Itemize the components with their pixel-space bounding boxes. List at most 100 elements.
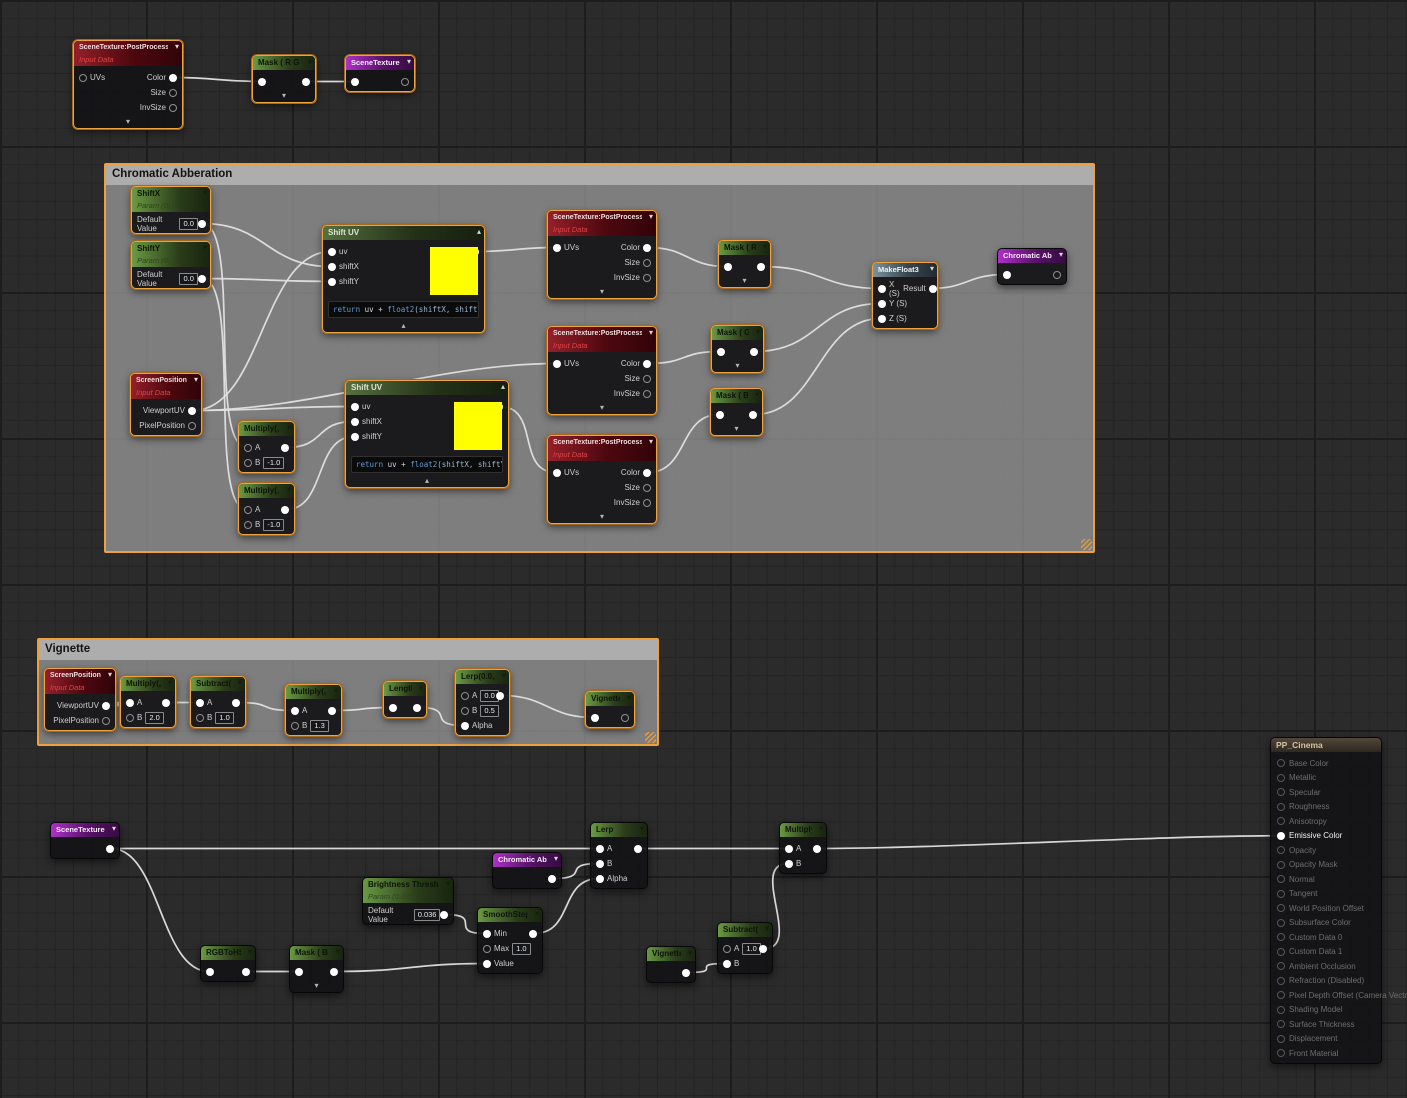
node-header[interactable]: Mask ( B )▾ (711, 389, 762, 403)
output-pin[interactable] (682, 968, 690, 977)
result-pin-row[interactable]: Anisotropy (1271, 814, 1381, 829)
node-header[interactable]: PP_Cinema (1271, 738, 1381, 752)
chevron-down-icon[interactable]: ▾ (286, 485, 291, 494)
node-named-reroute-vignette-declaration[interactable]: Vignette▾ (585, 691, 635, 728)
input-pin[interactable] (1277, 947, 1285, 956)
input-pin[interactable] (483, 959, 491, 968)
chevron-down-icon[interactable]: ▾ (762, 242, 767, 251)
input-pin[interactable] (717, 347, 725, 356)
input-pin[interactable] (1277, 976, 1285, 985)
input-pin[interactable] (1277, 802, 1285, 811)
node-header[interactable]: Subtract(, 1)▾ (191, 677, 245, 691)
result-pin-row[interactable]: Base Color (1271, 756, 1381, 771)
input-pin[interactable] (244, 505, 252, 514)
node-header[interactable]: Mask ( G )▾ (712, 326, 763, 340)
result-pin-row[interactable]: Opacity (1271, 843, 1381, 858)
output-pin[interactable] (440, 910, 449, 919)
chevron-down-icon[interactable]: ▾ (286, 423, 291, 432)
input-pin[interactable] (244, 520, 252, 529)
result-pin-row[interactable]: Subsurface Color (1271, 916, 1381, 931)
node-subtract-one-minus[interactable]: Subtract(1, )▾A1.0B (717, 922, 773, 974)
comment-resize-handle[interactable] (1081, 539, 1092, 550)
value-input[interactable]: 0.036 (413, 908, 441, 921)
input-pin[interactable] (291, 706, 299, 715)
node-header[interactable]: Shift UV▴ (323, 226, 484, 240)
result-pin-row[interactable]: Front Material (1271, 1046, 1381, 1061)
input-pin[interactable] (1003, 270, 1011, 279)
chevron-down-icon[interactable]: ▾ (501, 671, 506, 680)
output-pin[interactable] (813, 844, 821, 853)
result-pin-row[interactable]: Specular (1271, 785, 1381, 800)
result-pin-row[interactable]: World Position Offset (1271, 901, 1381, 916)
input-pin[interactable] (1277, 889, 1285, 898)
result-pin-row[interactable]: Refraction (Disabled) (1271, 974, 1381, 989)
chevron-down-icon[interactable]: ▾ (687, 948, 692, 957)
input-pin[interactable] (196, 713, 204, 722)
output-pin[interactable] (634, 844, 642, 853)
chevron-down-icon[interactable]: ▾ (1058, 250, 1063, 259)
chevron-down-icon[interactable]: ▾ (202, 243, 207, 252)
node-mask-b[interactable]: Mask ( B )▾▾ (710, 388, 763, 436)
chevron-down-icon[interactable]: ▾ (237, 678, 242, 687)
input-pin[interactable] (328, 247, 336, 256)
input-pin[interactable] (596, 859, 604, 868)
expand-advanced-icon[interactable]: ▾ (281, 91, 286, 100)
input-pin[interactable] (1277, 875, 1285, 884)
expand-advanced-icon[interactable]: ▴ (424, 476, 429, 485)
node-header[interactable]: SceneTexturePP0▾ (51, 823, 119, 837)
output-pin[interactable] (643, 483, 651, 492)
output-pin[interactable] (169, 88, 177, 97)
comment-title[interactable]: Chromatic Abberation (106, 165, 1093, 185)
chevron-down-icon[interactable]: ▾ (639, 824, 644, 833)
expand-advanced-icon[interactable]: ▾ (599, 403, 604, 412)
chevron-down-icon[interactable]: ▾ (167, 678, 172, 687)
result-pin-row[interactable]: Surface Thickness (1271, 1017, 1381, 1032)
node-header[interactable]: Vignette▾ (586, 692, 634, 706)
node-header[interactable]: Chromatic Abber▾ (493, 853, 561, 867)
chevron-down-icon[interactable]: ▾ (418, 683, 423, 692)
input-pin[interactable] (258, 77, 266, 86)
input-pin[interactable] (196, 698, 204, 707)
input-pin[interactable] (1277, 933, 1285, 942)
output-pin[interactable] (197, 274, 206, 283)
node-scenetexture-postprocessinput0-b[interactable]: SceneTexture:PostProcessInput0Input Data… (547, 435, 657, 524)
result-pin-row[interactable]: Roughness (1271, 800, 1381, 815)
value-input[interactable]: 1.0 (215, 711, 234, 724)
input-pin[interactable] (351, 432, 359, 441)
chevron-down-icon[interactable]: ▾ (755, 327, 760, 336)
input-pin[interactable] (1277, 817, 1285, 826)
value-input[interactable]: -1.0 (263, 456, 285, 469)
output-pin[interactable] (232, 698, 240, 707)
input-pin[interactable] (724, 262, 732, 271)
node-multiply-neg1-b[interactable]: Multiply(, -1)▾AB-1.0 (238, 483, 295, 535)
node-param-brightness-threshold[interactable]: Brightness ThresholdParam (0.036)▾Defaul… (362, 877, 454, 925)
input-pin[interactable] (1277, 1020, 1285, 1029)
output-pin[interactable] (169, 103, 177, 112)
value-input[interactable]: 2.0 (145, 711, 164, 724)
output-pin[interactable] (188, 406, 196, 415)
chevron-down-icon[interactable]: ▾ (193, 375, 198, 384)
output-pin[interactable] (242, 967, 250, 976)
node-header[interactable]: Mask ( R G B )▾ (253, 56, 315, 70)
output-pin[interactable] (102, 701, 110, 710)
node-header[interactable]: Lerp▾ (591, 823, 647, 837)
result-pin-row[interactable]: Displacement (1271, 1032, 1381, 1047)
node-header[interactable]: SceneTexturePP0▾ (346, 56, 414, 70)
output-pin[interactable] (643, 468, 651, 477)
chevron-down-icon[interactable]: ▾ (174, 42, 179, 51)
input-pin[interactable] (328, 277, 336, 286)
comment-resize-handle[interactable] (645, 732, 656, 743)
input-pin[interactable] (291, 721, 299, 730)
output-pin[interactable] (928, 284, 937, 293)
node-scenetexture-postprocessinput0-r[interactable]: SceneTexture:PostProcessInput0Input Data… (547, 210, 657, 299)
result-pin-row[interactable]: Opacity Mask (1271, 858, 1381, 873)
input-pin[interactable] (461, 721, 469, 730)
node-multiply-neg1-a[interactable]: Multiply(, -1)▾AB-1.0 (238, 421, 295, 473)
output-pin[interactable] (643, 359, 651, 368)
output-pin[interactable] (281, 443, 289, 452)
node-header[interactable]: Subtract(1, )▾ (718, 923, 772, 937)
